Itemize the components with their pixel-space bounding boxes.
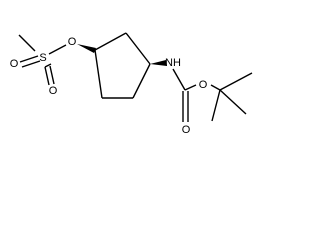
bond-methyl-sulfur [18, 34, 36, 52]
atom-amine-nitrogen: NH [165, 57, 181, 69]
chemical-structure: S O O O NH O O [10, 32, 253, 136]
atom-sulfonyl-oxygen-top: O [10, 58, 19, 70]
tert-butyl-group [210, 72, 253, 122]
bond-carbonyl-oxygen-double [182, 91, 189, 122]
bond-ring-nitrogen-wedge [150, 60, 167, 66]
atom-sulfur: S [39, 52, 46, 64]
bond-sulfur-ester-oxygen [48, 44, 67, 55]
bond-sulfur-oxygen-bottom-double [44, 63, 55, 86]
atom-sulfonyl-oxygen-bottom: O [49, 85, 58, 97]
cyclopentane-ring [94, 32, 151, 99]
atom-carbamate-oxygen: O [199, 79, 208, 91]
bond-ring-mesylate-oxygen-wedge [77, 44, 96, 53]
atom-carbonyl-oxygen: O [182, 124, 191, 136]
bond-carbonyl-carbamate-oxygen [184, 84, 197, 91]
bond-sulfur-oxygen-top-double [19, 55, 41, 68]
atom-ester-oxygen: O [68, 36, 77, 48]
bond-nitrogen-carbonyl [172, 68, 186, 91]
